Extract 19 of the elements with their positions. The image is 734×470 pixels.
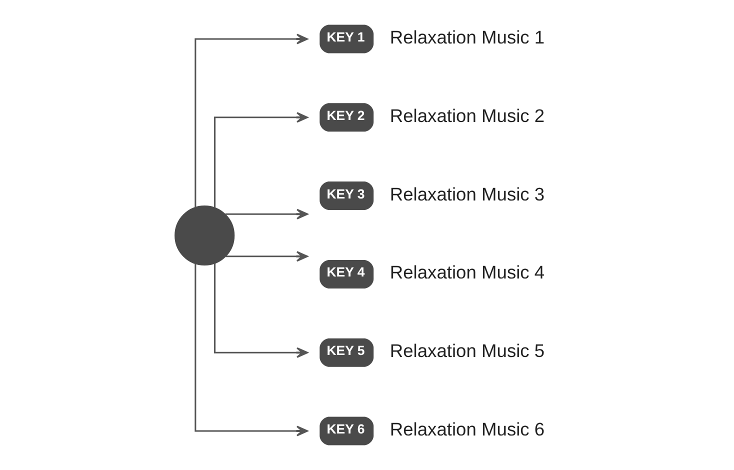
node-label: Relaxation Music 2 — [389, 104, 544, 126]
arrow — [194, 264, 308, 436]
node-label: Relaxation Music 6 — [389, 418, 544, 440]
node-label: Relaxation Music 1 — [389, 26, 544, 48]
arrow — [214, 112, 308, 208]
arrow — [225, 251, 308, 262]
node-box: KEY 2 — [319, 103, 374, 132]
node-label: Relaxation Music 5 — [389, 340, 544, 362]
node-box: KEY 3 — [319, 182, 374, 210]
node-label: Relaxation Music 4 — [389, 262, 544, 283]
node-box: KEY 6 — [319, 416, 374, 446]
node-box: KEY 5 — [319, 338, 374, 367]
node-box: KEY 4 — [319, 260, 374, 288]
arrow — [214, 263, 308, 358]
arrow — [194, 34, 308, 208]
node-circle — [174, 205, 234, 266]
node-label: Relaxation Music 3 — [389, 183, 544, 204]
node-box: KEY 1 — [319, 24, 374, 54]
arrow — [224, 208, 308, 220]
